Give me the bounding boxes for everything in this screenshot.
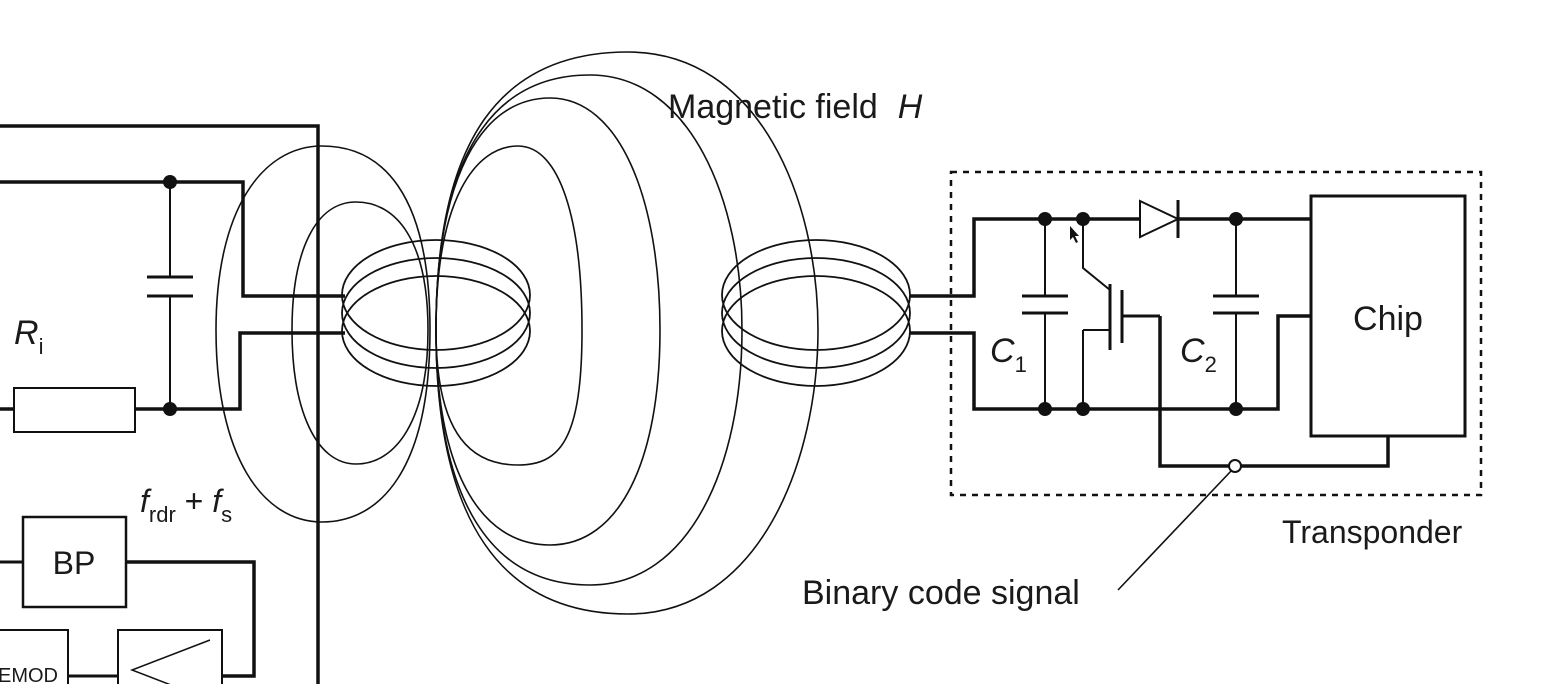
signal-tap-point <box>1228 459 1242 473</box>
mouse-cursor-icon <box>1070 226 1079 243</box>
reader-receive-path <box>0 515 256 684</box>
frequency-label: frdr + fs <box>140 483 232 527</box>
reader-top-wire <box>0 180 345 298</box>
amplifier-icon <box>129 639 211 684</box>
transponder-boundary <box>949 170 1483 497</box>
junction-dot <box>163 175 177 189</box>
demod-label: EMOD <box>0 665 58 684</box>
rectifier-diode <box>1139 199 1181 239</box>
resistor-label: Ri <box>14 314 43 359</box>
transponder-label: Transponder <box>1282 514 1463 550</box>
reader-capacitor <box>147 182 193 409</box>
chip-block <box>1309 194 1467 438</box>
amplifier-block <box>117 629 223 684</box>
reader-enclosure <box>0 124 320 684</box>
capacitor-c1 <box>1022 219 1068 409</box>
c1-label: C1 <box>990 332 1027 377</box>
transponder-junctions <box>1038 212 1243 416</box>
c2-label: C2 <box>1180 332 1217 377</box>
capacitor-c2 <box>1213 219 1259 409</box>
bandpass-label: BP <box>53 545 96 581</box>
transponder-circuit <box>910 217 1390 468</box>
reader-antenna-coil <box>341 239 531 387</box>
chip-label: Chip <box>1353 300 1423 338</box>
reader-bottom-wire <box>0 331 345 411</box>
transponder-antenna-coil <box>721 239 911 387</box>
signal-pointer-line <box>1117 469 1233 591</box>
resistor-ri <box>13 387 136 433</box>
modulation-transistor <box>1082 219 1160 409</box>
junction-dot <box>163 402 177 416</box>
demodulator-block <box>0 629 69 684</box>
signal-label: Binary code signal <box>802 574 1080 612</box>
